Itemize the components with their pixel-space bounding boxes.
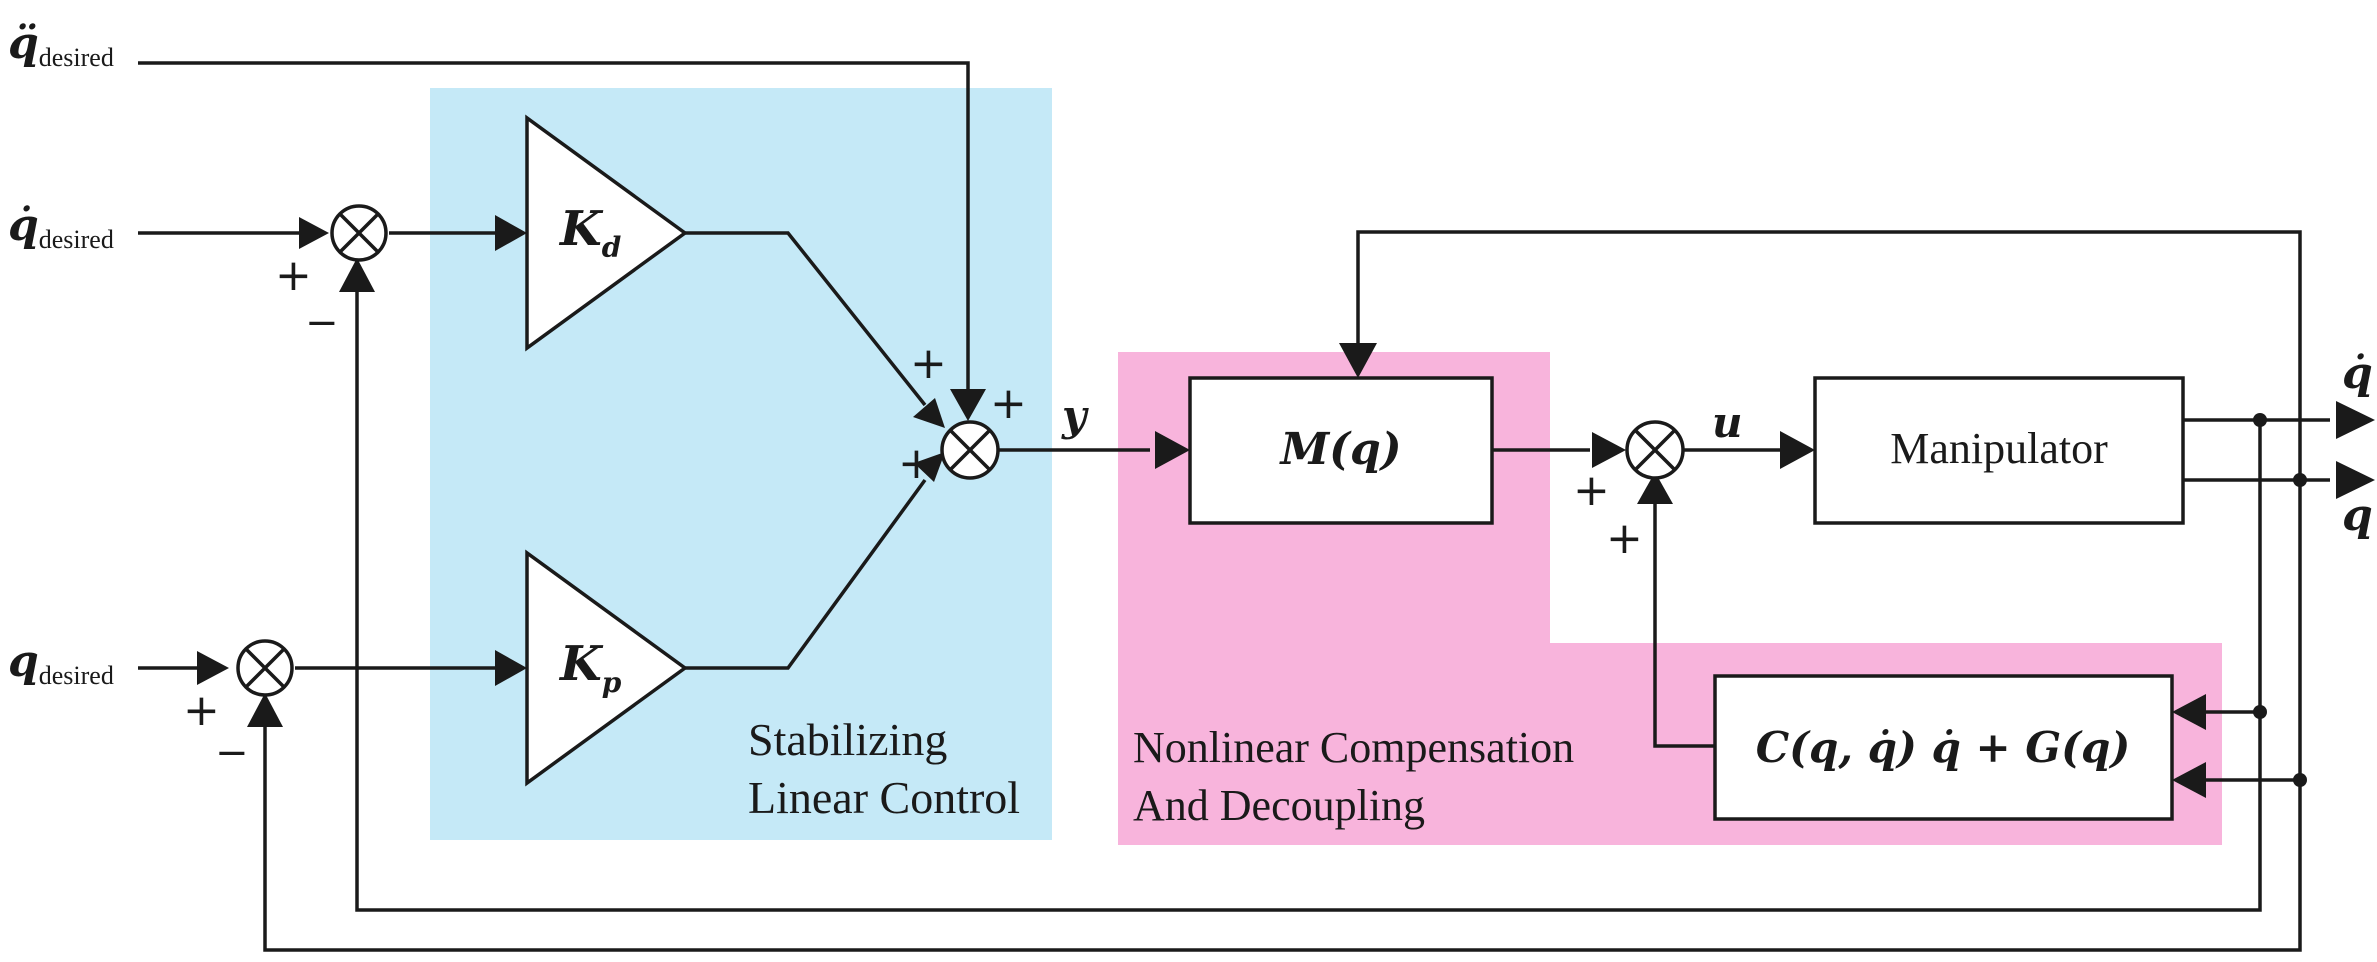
pos-feedback-wire [263, 480, 2302, 952]
arrow-comp-into-sum3 [1637, 472, 1673, 504]
arrow-into-kp [495, 650, 527, 686]
linear-region-label-line2: Linear Control [748, 772, 1020, 823]
arrow-into-kd [495, 215, 527, 251]
junction-vel [2253, 413, 2267, 427]
compensation-label: C(q, q̇) q̇ + G(q) [1756, 723, 2131, 772]
kd-to-main-sum-wire [685, 231, 927, 407]
sum-junction-velocity [330, 204, 388, 262]
sign-sum2-minus: − [215, 730, 249, 776]
nonlinear-region-label-line1: Nonlinear Compensation [1133, 723, 1574, 772]
kp-gain-block [525, 549, 688, 787]
pos-desired-label: qdesired [8, 636, 114, 690]
feedback-to-mq-wire [1356, 230, 2302, 480]
sign-main-plus-acc: + [990, 378, 1027, 429]
arrow-out-pos [2336, 461, 2375, 499]
out-pos-label: q [2342, 490, 2373, 541]
arrow-into-sum3 [1592, 432, 1626, 468]
kp-gain-label: Kp [558, 636, 622, 699]
vel-feedback-wire [355, 290, 2262, 912]
nonlinear-region-label-line2: And Decoupling [1133, 781, 1425, 830]
kd-gain-block [525, 114, 688, 352]
out-vel-label: q̇ [2342, 348, 2373, 399]
sign-sum2-plus: + [183, 685, 220, 736]
manipulator-block [1813, 376, 2185, 525]
sum-junction-main [940, 420, 1000, 480]
arrow-vel-into-comp [2172, 694, 2206, 730]
arrow-out-vel [2336, 401, 2375, 439]
comp-to-sum3-wire [1653, 500, 1715, 748]
junction-vel-comp [2253, 705, 2267, 719]
arrow-into-manipulator [1780, 431, 1815, 469]
manipulator-label: Manipulator [1890, 424, 2108, 473]
arrow-kp-into-main-sum [914, 452, 945, 482]
mass-matrix-label: M(q) [1278, 424, 1401, 475]
sum-junction-torque [1625, 420, 1685, 480]
arrow-feedback-into-mq [1339, 343, 1377, 378]
junction-pos [2293, 473, 2307, 487]
kp-to-main-sum-wire [685, 478, 927, 670]
sum-junction-position [236, 639, 294, 697]
arrow-pos-into-sum2 [197, 651, 229, 685]
arrow-feedback-into-sum1 [339, 258, 375, 292]
sign-main-plus-kd: + [910, 338, 947, 389]
arrow-into-mq [1155, 431, 1190, 469]
arrow-pos-into-comp [2172, 762, 2206, 798]
arrow-acc-into-main-sum [950, 389, 986, 421]
linear-region-label-line1: Stabilizing [748, 714, 947, 765]
junction-pos-comp [2293, 773, 2307, 787]
acc-desired-label: q̈desired [8, 18, 114, 72]
y-signal-label: y [1061, 391, 1089, 440]
u-signal-label: u [1712, 398, 1743, 447]
kd-gain-label: Kd [558, 201, 621, 264]
vel-desired-label: q̇desired [8, 200, 114, 254]
arrow-feedback-into-sum2 [247, 693, 283, 727]
sign-torque-plus-comp: + [1606, 513, 1643, 564]
sign-main-plus-kp: + [898, 438, 935, 489]
sign-torque-plus-mq: + [1573, 465, 1610, 516]
acc-desired-wire [138, 61, 970, 395]
arrow-vel-into-sum1 [299, 217, 329, 249]
compensation-block [1713, 674, 2174, 821]
arrow-kd-into-main-sum [913, 398, 945, 428]
sign-sum1-minus: − [305, 300, 339, 346]
mass-matrix-block [1188, 376, 1494, 525]
sign-sum1-plus: + [275, 250, 312, 301]
